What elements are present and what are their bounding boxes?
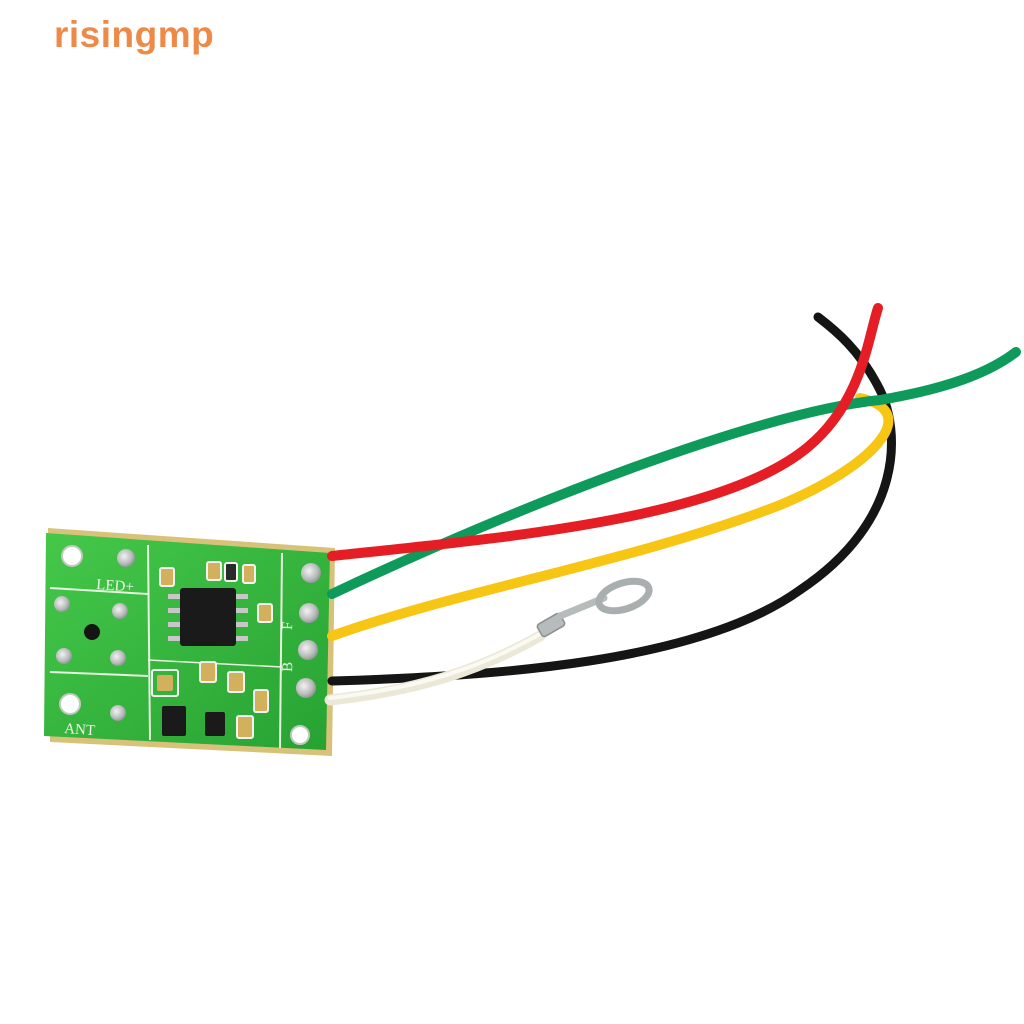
watermark-text: risingmp — [54, 14, 215, 55]
green-wire — [327, 347, 1021, 599]
mounting-holes — [59, 545, 310, 745]
label-f: F — [280, 621, 296, 630]
red-wire — [327, 303, 883, 561]
label-antenna: ANT — [64, 721, 96, 739]
wires — [324, 303, 1021, 706]
white-wire-highlight — [328, 632, 542, 700]
smd-components — [151, 561, 273, 739]
solder-pads — [54, 549, 321, 721]
main-ic-chip — [168, 588, 248, 646]
label-led-plus: LED+ — [96, 577, 135, 596]
black-wire — [327, 312, 896, 686]
silkscreen-labels: LED+ ANT F B — [64, 577, 297, 739]
label-b: B — [280, 662, 296, 673]
yellow-wire — [327, 393, 894, 641]
ring-terminal — [536, 577, 653, 638]
